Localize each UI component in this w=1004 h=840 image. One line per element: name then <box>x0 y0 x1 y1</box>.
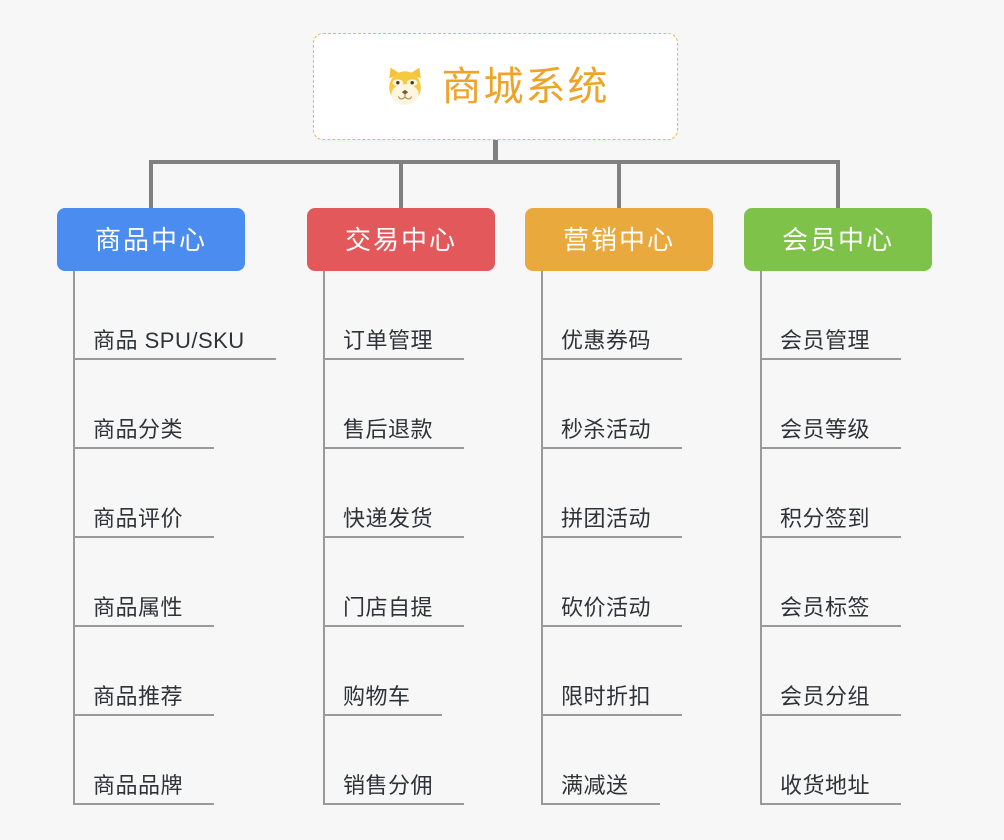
leaf-column-0: 商品 SPU/SKU 商品分类 商品评价 商品属性 商品推荐 商品品牌 <box>59 271 299 805</box>
leaf-underline <box>324 447 464 449</box>
leaf-underline <box>542 536 682 538</box>
leaf-trunk-line <box>323 271 325 805</box>
shiba-dog-face-icon <box>388 67 421 105</box>
leaf-item-label: 拼团活动 <box>561 506 652 531</box>
leaf-underline <box>542 714 682 716</box>
leaf-item[interactable]: 商品分类 <box>59 360 299 449</box>
leaf-underline <box>761 358 901 360</box>
leaf-item-label: 购物车 <box>343 684 411 709</box>
leaf-item[interactable]: 会员分组 <box>746 627 986 716</box>
leaf-item[interactable]: 商品属性 <box>59 538 299 627</box>
leaf-item-label: 快递发货 <box>343 506 434 531</box>
leaf-item-label: 会员等级 <box>780 417 871 442</box>
branch-node-1[interactable]: 交易中心 <box>307 208 495 271</box>
leaf-item-label: 商品品牌 <box>93 773 184 798</box>
leaf-underline <box>761 803 901 805</box>
leaf-item[interactable]: 会员标签 <box>746 538 986 627</box>
leaf-underline <box>74 358 276 360</box>
leaf-item-label: 收货地址 <box>780 773 871 798</box>
connector-root-stem <box>493 140 498 164</box>
leaf-item-label: 商品推荐 <box>93 684 184 709</box>
leaf-item[interactable]: 限时折扣 <box>527 627 767 716</box>
leaf-underline <box>324 803 464 805</box>
leaf-underline <box>761 714 901 716</box>
leaf-item-label: 商品分类 <box>93 417 184 442</box>
leaf-underline <box>761 625 901 627</box>
leaf-underline <box>74 714 214 716</box>
connector-drop-2 <box>399 160 403 208</box>
leaf-item-label: 积分签到 <box>780 506 871 531</box>
leaf-item[interactable]: 砍价活动 <box>527 538 767 627</box>
leaf-item[interactable]: 商品品牌 <box>59 716 299 805</box>
leaf-item-label: 秒杀活动 <box>561 417 652 442</box>
branch-label: 交易中心 <box>344 224 457 255</box>
leaf-item[interactable]: 优惠券码 <box>527 271 767 360</box>
leaf-underline <box>74 803 214 805</box>
leaf-item-label: 门店自提 <box>343 595 434 620</box>
leaf-underline <box>324 714 442 716</box>
leaf-item[interactable]: 会员管理 <box>746 271 986 360</box>
leaf-item-label: 会员标签 <box>780 595 871 620</box>
leaf-item[interactable]: 商品评价 <box>59 449 299 538</box>
connector-drop-3 <box>617 160 621 208</box>
leaf-item[interactable]: 拼团活动 <box>527 449 767 538</box>
leaf-underline <box>542 447 682 449</box>
leaf-item-label: 砍价活动 <box>561 595 652 620</box>
leaf-item[interactable]: 商品 SPU/SKU <box>59 271 299 360</box>
leaf-item[interactable]: 商品推荐 <box>59 627 299 716</box>
leaf-item-label: 商品属性 <box>93 595 184 620</box>
leaf-trunk-line <box>541 271 543 805</box>
leaf-item[interactable]: 快递发货 <box>309 449 549 538</box>
leaf-item-label: 商品 SPU/SKU <box>93 328 245 353</box>
leaf-item[interactable]: 售后退款 <box>309 360 549 449</box>
leaf-column-2: 优惠券码 秒杀活动 拼团活动 砍价活动 限时折扣 满减送 <box>527 271 767 805</box>
leaf-item-label: 会员分组 <box>780 684 871 709</box>
root-title: 商城系统 <box>441 64 610 109</box>
leaf-underline <box>74 447 214 449</box>
leaf-trunk-line <box>73 271 75 805</box>
leaf-underline <box>542 358 682 360</box>
leaf-item-label: 会员管理 <box>780 328 871 353</box>
leaf-underline <box>324 536 464 538</box>
branch-label: 会员中心 <box>781 224 894 255</box>
branch-node-0[interactable]: 商品中心 <box>57 208 245 271</box>
branch-node-3[interactable]: 会员中心 <box>744 208 932 271</box>
branch-label: 营销中心 <box>562 224 675 255</box>
connector-drop-4 <box>836 160 840 208</box>
root-node[interactable]: 商城系统 <box>313 33 678 140</box>
leaf-underline <box>761 447 901 449</box>
leaf-item-label: 销售分佣 <box>343 773 434 798</box>
connector-horizontal-bus <box>149 160 840 164</box>
leaf-trunk-line <box>760 271 762 805</box>
leaf-item-label: 满减送 <box>561 773 629 798</box>
leaf-underline <box>542 803 660 805</box>
leaf-item[interactable]: 门店自提 <box>309 538 549 627</box>
connector-drop-1 <box>149 160 153 208</box>
leaf-item-label: 优惠券码 <box>561 328 652 353</box>
leaf-item[interactable]: 积分签到 <box>746 449 986 538</box>
leaf-underline <box>542 625 682 627</box>
leaf-underline <box>324 358 464 360</box>
branch-label: 商品中心 <box>94 224 207 255</box>
leaf-column-1: 订单管理 售后退款 快递发货 门店自提 购物车 销售分佣 <box>309 271 549 805</box>
leaf-item-label: 商品评价 <box>93 506 184 531</box>
leaf-item-label: 订单管理 <box>343 328 434 353</box>
leaf-item[interactable]: 购物车 <box>309 627 549 716</box>
leaf-item[interactable]: 满减送 <box>527 716 767 805</box>
leaf-underline <box>74 536 214 538</box>
leaf-underline <box>761 536 901 538</box>
leaf-item[interactable]: 会员等级 <box>746 360 986 449</box>
leaf-underline <box>74 625 214 627</box>
leaf-underline <box>324 625 464 627</box>
leaf-item[interactable]: 收货地址 <box>746 716 986 805</box>
leaf-item-label: 限时折扣 <box>561 684 652 709</box>
leaf-item[interactable]: 销售分佣 <box>309 716 549 805</box>
leaf-item-label: 售后退款 <box>343 417 434 442</box>
leaf-column-3: 会员管理 会员等级 积分签到 会员标签 会员分组 收货地址 <box>746 271 986 805</box>
leaf-item[interactable]: 秒杀活动 <box>527 360 767 449</box>
branch-node-2[interactable]: 营销中心 <box>525 208 713 271</box>
leaf-item[interactable]: 订单管理 <box>309 271 549 360</box>
